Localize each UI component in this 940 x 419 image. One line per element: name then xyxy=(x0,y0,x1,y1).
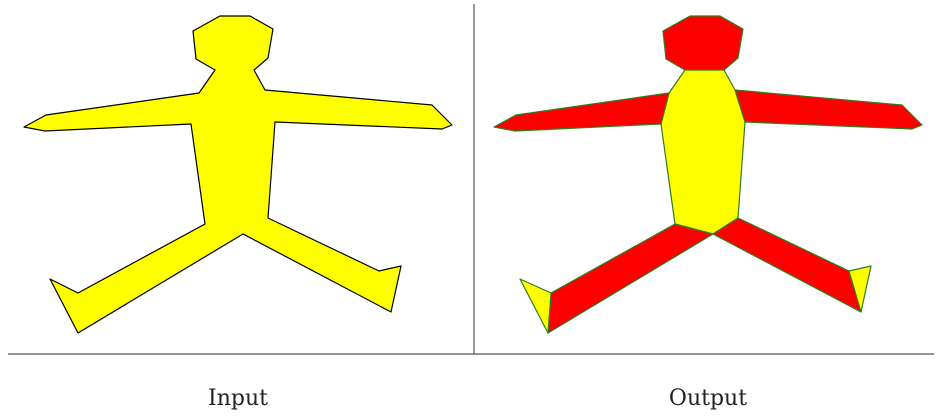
input-panel xyxy=(24,16,452,333)
input-figure-polygon xyxy=(24,16,452,333)
output-panel xyxy=(494,16,922,333)
output-caption: Output xyxy=(669,388,747,410)
output-right-arm-piece xyxy=(735,90,922,129)
input-caption: Input xyxy=(208,388,268,410)
output-right-leg-piece xyxy=(713,218,861,312)
output-left-arm-piece xyxy=(494,93,669,131)
output-head-piece xyxy=(663,16,743,70)
output-left-foot-piece xyxy=(520,279,551,333)
output-torso-piece xyxy=(661,70,745,234)
output-left-leg-piece xyxy=(548,224,713,333)
